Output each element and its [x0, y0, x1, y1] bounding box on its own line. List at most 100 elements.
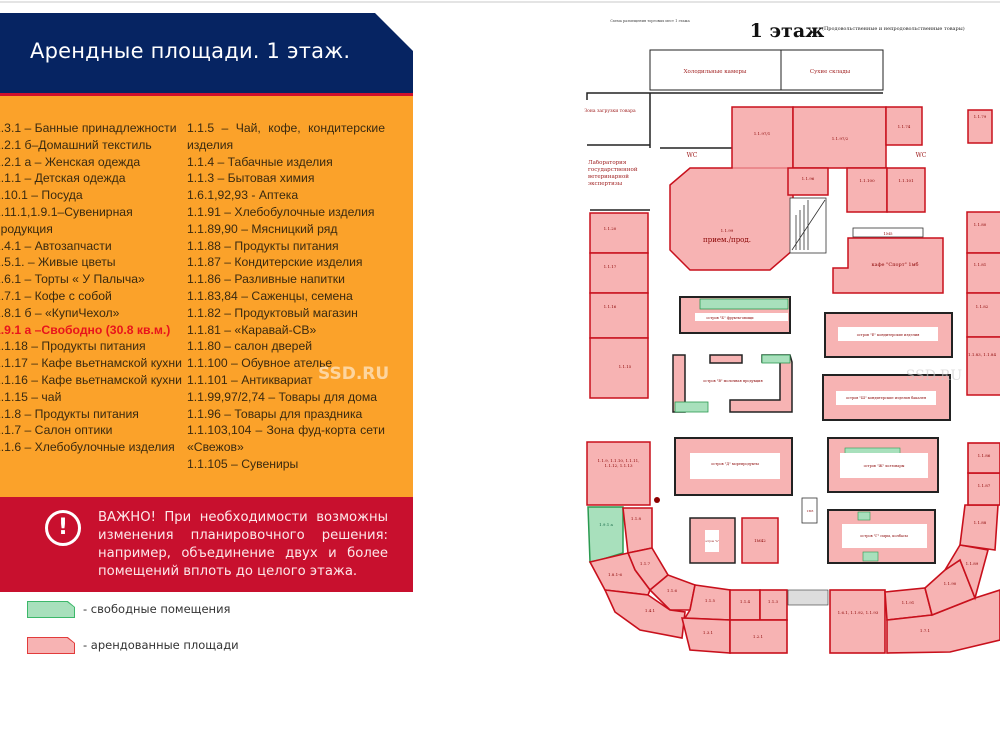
legend-label: - свободные помещения: [83, 602, 231, 616]
room-label: 1.1.17: [604, 264, 617, 269]
room-1-9-1a-free[interactable]: [587, 506, 624, 563]
list-item: 1.2.1 а – Женская одежда: [0, 154, 141, 169]
warning-text: ВАЖНО! При необходимости возможны измене…: [98, 510, 388, 579]
room-1-1-20[interactable]: [589, 212, 649, 254]
tenant-list-left: 1.3.1 – Банные принадлежности 1.2.1 б–До…: [0, 120, 186, 456]
room-1-1-100[interactable]: [846, 167, 888, 213]
room-label: 1М3: [807, 509, 814, 513]
legend-swatch-free: [27, 601, 75, 618]
room-1-1-87[interactable]: [967, 472, 1000, 506]
room-label: 1.1.87: [978, 483, 991, 488]
room-1-1-16[interactable]: [589, 292, 649, 339]
room-label: 1.1.8: [631, 516, 642, 521]
room-1-1-88[interactable]: [959, 504, 999, 551]
watermark: SSD.RU: [318, 364, 390, 384]
zone-1m42[interactable]: [741, 517, 779, 564]
room-1-1-79[interactable]: [967, 109, 993, 144]
page-title: Арендные площади. 1 этаж.: [30, 39, 351, 63]
room-label: 1.1.88: [974, 520, 987, 525]
tenant-list-panel: 1.3.1 – Банные принадлежности 1.2.1 б–До…: [0, 96, 413, 497]
list-item-free: 1.9.1 а –Свободно (30.8 кв.м.): [0, 322, 171, 337]
room-1-1-3[interactable]: [759, 589, 788, 621]
cold-rooms-label: Холодильные камеры: [684, 69, 747, 75]
room-label: 1.1.15: [619, 364, 632, 369]
list-item: 1.2.1 б–Домашний текстиль: [0, 137, 152, 152]
room-label: 1.1.99: [721, 228, 734, 233]
room-1-1-101[interactable]: [886, 167, 926, 213]
room-1-1-9-13[interactable]: [586, 441, 651, 506]
watermark: SSD.RU: [906, 368, 963, 384]
wc-label: WC: [916, 152, 927, 159]
room-1-1-96[interactable]: [787, 167, 829, 196]
room-1-3-1[interactable]: [680, 617, 731, 654]
legend-label: - арендованные площади: [83, 638, 239, 652]
room-1-1-89[interactable]: [944, 544, 990, 601]
room-1-1-83-84[interactable]: [966, 336, 1000, 396]
room-1-1-17[interactable]: [589, 252, 649, 294]
room-1-1-74[interactable]: [885, 106, 923, 146]
room-1-1-8[interactable]: [622, 507, 653, 554]
list-item: 1.1.88 – Продукты питания: [187, 238, 339, 253]
room-1-1-81[interactable]: [966, 252, 1000, 294]
room-label: 1.3.1: [703, 630, 713, 635]
list-item: 1.1.6 – Хлебобулочные изделия: [0, 440, 175, 455]
room-1-1-82[interactable]: [966, 292, 1000, 338]
room-1-1-99[interactable]: [669, 106, 794, 271]
room-label: 1.1.100: [859, 178, 875, 183]
room-label: 1.1.83, 1.1.84: [968, 352, 996, 357]
room-1-2-1[interactable]: [729, 619, 788, 654]
list-item: 1.8.1 б – «КупиЧехол»: [0, 305, 120, 320]
plan-subtitle: (Продовольственные и непродовольственные…: [822, 25, 965, 32]
room-1-1-15[interactable]: [589, 337, 649, 399]
list-item: 1.1.17 – Кафе вьетнамской кухни: [0, 356, 182, 371]
list-item: 1.1.4 – Табачные изделия: [187, 154, 333, 169]
island-label: остров "Д" морепродукты: [711, 462, 759, 466]
cafe-label: кафе "Спорт" 1мб: [871, 262, 919, 268]
room-label: 1.9.1 а: [599, 522, 613, 527]
list-item: 1.4.1 – Автозапчасти: [0, 238, 112, 253]
storage-block: [649, 49, 884, 91]
panel-header: Арендные площади. 1 этаж.: [0, 13, 413, 93]
list-item: 1.5.1. – Живые цветы: [0, 255, 116, 270]
room-label: 1.8.1-6: [608, 572, 623, 577]
list-item: 1.1.101 – Антиквариат: [187, 372, 313, 387]
island-label: остров "Ш" кондитерские изделия бакалея: [846, 396, 927, 400]
list-item: 1.1.5 – Чай, кофе, кондитерские изделия: [187, 121, 385, 152]
list-item: 1.1.83,84 – Саженцы, семена: [187, 288, 353, 303]
room-label: 1.1.86: [978, 453, 991, 458]
list-item: 1.1.87 – Кондитерские изделия: [187, 255, 363, 270]
room-1-1-80[interactable]: [966, 211, 1000, 254]
room-label: 1.1.5: [705, 598, 716, 603]
room-1-1-4[interactable]: [729, 589, 761, 621]
list-item: 1.1.81 – «Каравай-СВ»: [187, 322, 317, 337]
room-label: 1М5: [883, 231, 893, 236]
room-1-1-86[interactable]: [967, 442, 1000, 474]
room-label: 1.1.97/1: [754, 131, 771, 136]
room-label: 1.1.97/2: [832, 136, 849, 141]
room-label: 1.1.101: [898, 178, 913, 183]
list-item: 1.1.16 – Кафе вьетнамской кухни: [0, 372, 182, 387]
list-item: 1.10.1 – Посуда: [0, 188, 83, 203]
island-label: остров "Е" кондитерские изделия: [857, 333, 920, 337]
room-label: 1.1.6: [667, 588, 678, 593]
cafe-sport[interactable]: [832, 237, 944, 294]
list-item: 1.1.7 – Салон оптики: [0, 423, 113, 438]
list-item: 1.1.86 – Разливные напитки: [187, 272, 345, 287]
room-label: 1.1.82: [976, 304, 989, 309]
list-item: 1.1.99,97/2,74 – Товары для дома: [187, 389, 378, 404]
rent-note: прием./прод.: [703, 236, 751, 244]
zone-1m3: [801, 497, 818, 524]
room-label: 1.2.1: [753, 634, 763, 639]
room-1-6-1[interactable]: [829, 589, 886, 654]
room-label: 1.1.9, 1.1.10, 1.1.11, 1.1.12, 1.1.13: [597, 458, 640, 468]
list-item: 1.1.91 – Хлебобулочные изделия: [187, 204, 375, 219]
list-item: 1.1.82 – Продуктовый магазин: [187, 305, 358, 320]
list-item: 1.1.96 – Товары для праздника: [187, 406, 363, 421]
room-label: 1.1.4: [740, 599, 751, 604]
exclamation-circle-icon: !: [45, 510, 81, 546]
dry-storage-label: Сухие склады: [810, 69, 851, 75]
list-item: 1.1.15 – чай: [0, 389, 62, 404]
loading-zone-label: Зона загрузки товара: [584, 108, 636, 114]
list-item: 1.1.8 – Продукты питания: [0, 406, 139, 421]
free-kiosk[interactable]: [674, 401, 709, 413]
